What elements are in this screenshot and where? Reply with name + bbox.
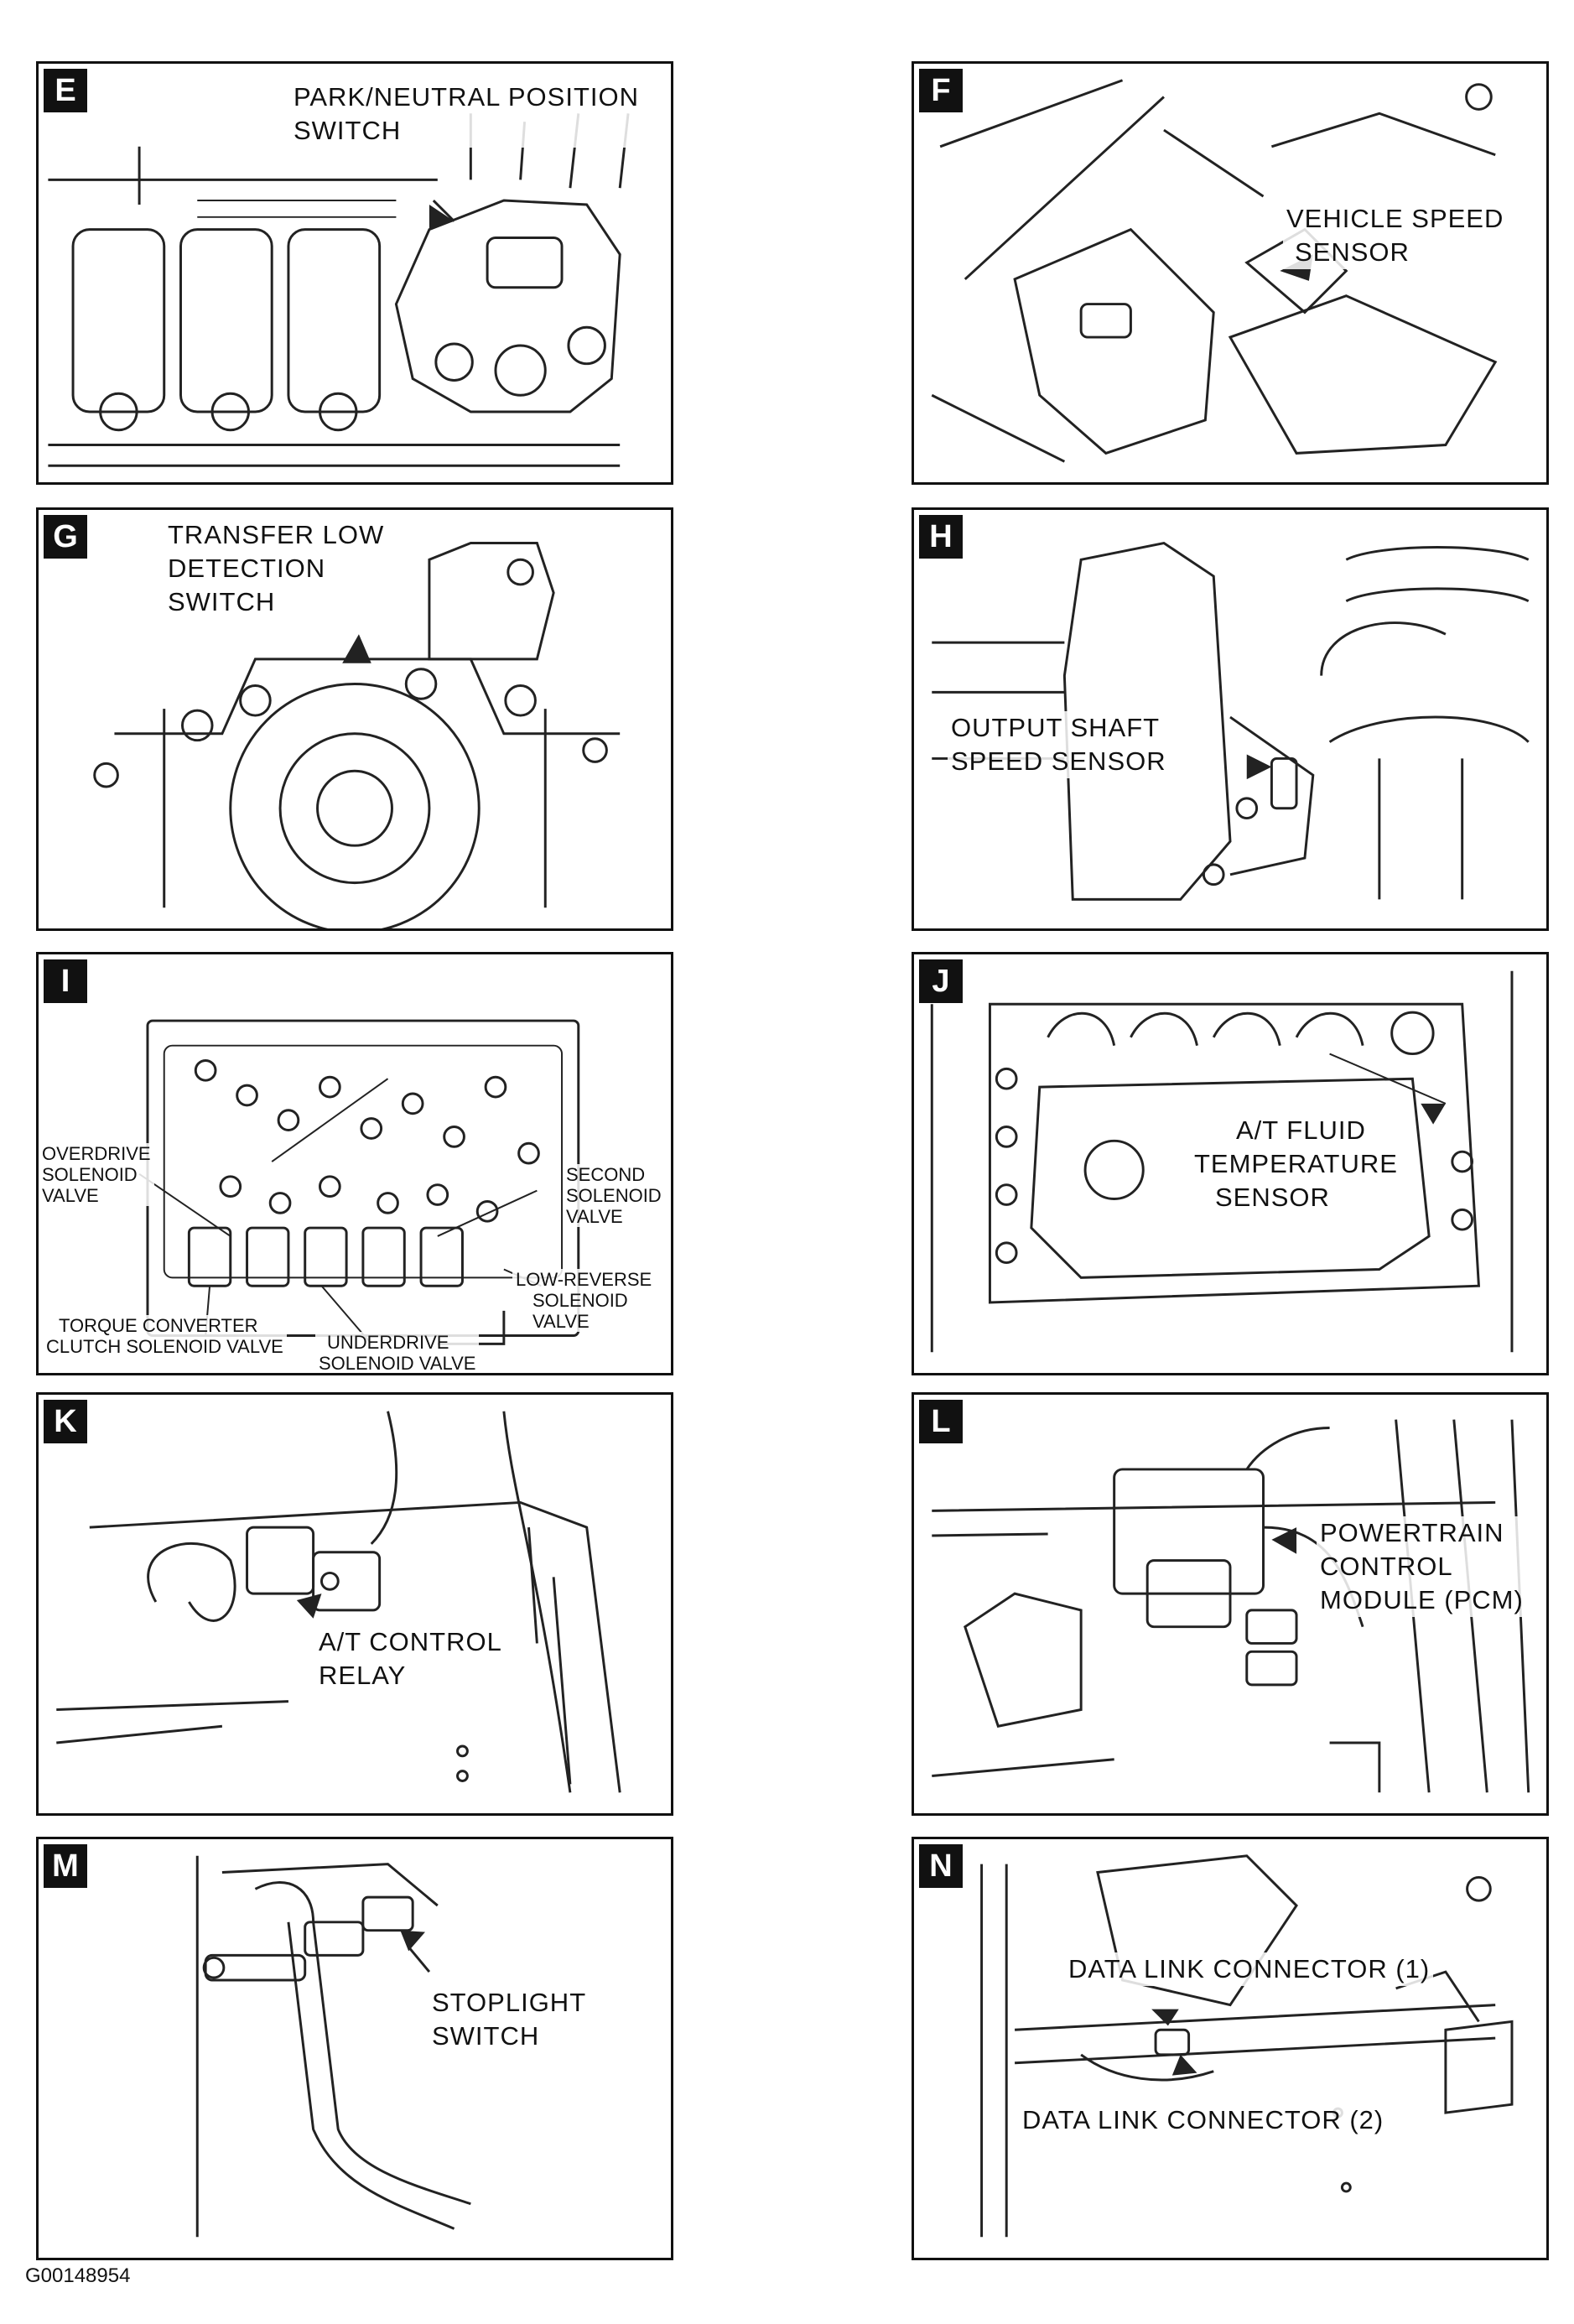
callout-second-solenoid-valve: SECOND SOLENOID VALVE (563, 1164, 665, 1227)
panel-n: N DATA LINK CONNECTOR (1) DATA LINK CONN… (912, 1837, 1549, 2260)
data-link-connector-illustration (980, 1854, 1514, 2238)
panel-letter-j: J (919, 959, 963, 1003)
panel-letter-h: H (919, 515, 963, 559)
panel-letter-l: L (919, 1400, 963, 1443)
callout-at-control-relay: A/T CONTROL RELAY (315, 1625, 506, 1692)
panel-letter-k: K (44, 1400, 87, 1443)
stoplight-switch-illustration (195, 1855, 471, 2238)
callout-underdrive-solenoid-valve: UNDERDRIVE SOLENOID VALVE (315, 1332, 480, 1373)
panel-l: L POWERTRAIN CONTROL MODULE (PCM) (912, 1392, 1549, 1816)
callout-park-neutral-position-switch: PARK/NEUTRAL POSITION SWITCH (290, 81, 643, 148)
panel-g: G TRANSFER LOW DETECTION SWITCH (36, 507, 673, 931)
control-relay-illustration (56, 1411, 621, 1793)
callout-output-shaft-speed-sensor: OUTPUT SHAFT SPEED SENSOR (948, 711, 1170, 778)
panel-h: H OUTPUT SHAFT SPEED SENSOR (912, 507, 1549, 931)
panel-e: E PARK/NEUTRAL POSITION SWITCH (36, 61, 673, 485)
callout-stoplight-switch: STOPLIGHT SWITCH (429, 1986, 590, 2053)
callout-powertrain-control-module: POWERTRAIN CONTROL MODULE (PCM) (1317, 1516, 1527, 1617)
panel-letter-e: E (44, 69, 87, 112)
panel-letter-f: F (919, 69, 963, 112)
callout-vehicle-speed-sensor: VEHICLE SPEED SENSOR (1283, 202, 1508, 269)
callout-transfer-low-detection-switch: TRANSFER LOW DETECTION SWITCH (164, 518, 388, 619)
callout-data-link-connector-1: DATA LINK CONNECTOR (1) (1065, 1952, 1434, 1986)
callout-torque-converter-clutch-solenoid-valve: TORQUE CONVERTER CLUTCH SOLENOID VALVE (43, 1315, 287, 1357)
callout-data-link-connector-2: DATA LINK CONNECTOR (2) (1019, 2103, 1388, 2137)
panel-f: F VEHICLE SPEED SENSOR (912, 61, 1549, 485)
callout-low-reverse-solenoid-valve: LOW-REVERSE SOLENOID VALVE (512, 1269, 656, 1332)
transfer-low-detection-switch-illustration (93, 542, 621, 928)
panel-i: I OVERDRIVE SOLENOID VALVE SECOND SOLENO… (36, 952, 673, 1375)
fluid-temperature-sensor-illustration (930, 970, 1514, 1353)
panel-letter-i: I (44, 959, 87, 1003)
callout-at-fluid-temperature-sensor: A/T FLUID TEMPERATURE SENSOR (1191, 1114, 1401, 1214)
panel-j: J A/T FLUID TEMPERATURE SENSOR (912, 952, 1549, 1375)
figure-code: G00148954 (25, 2264, 131, 2287)
park-neutral-switch-illustration (48, 113, 630, 467)
panel-letter-m: M (44, 1844, 87, 1888)
callout-overdrive-solenoid-valve: OVERDRIVE SOLENOID VALVE (39, 1143, 154, 1206)
vehicle-speed-sensor-illustration (931, 79, 1498, 463)
panel-k: K A/T CONTROL RELAY (36, 1392, 673, 1816)
panel-m: M STOPLIGHT SWITCH (36, 1837, 673, 2260)
panel-letter-g: G (44, 515, 87, 559)
panel-letter-n: N (919, 1844, 963, 1888)
